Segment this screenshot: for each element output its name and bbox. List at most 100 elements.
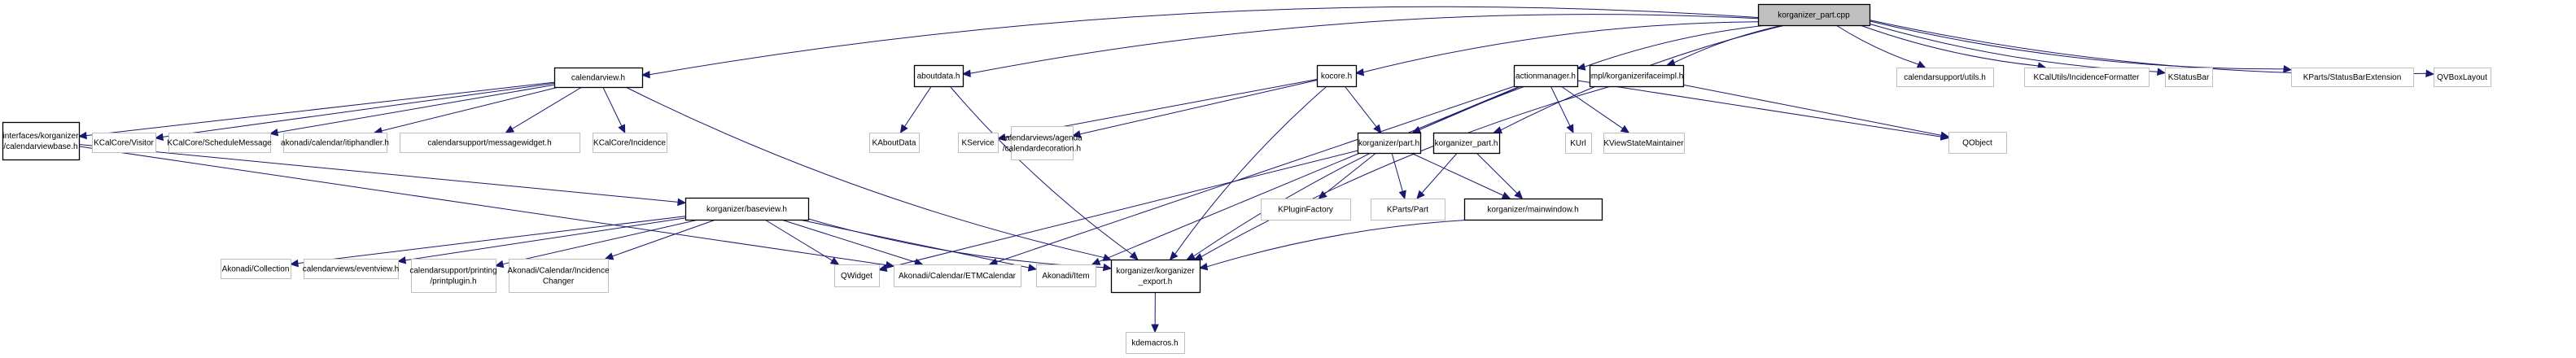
node-box	[834, 264, 880, 287]
edge-baseview-to-incchanger	[604, 219, 716, 260]
node-box	[92, 133, 156, 153]
arrowhead-icon	[1916, 60, 1927, 68]
edge-line	[1577, 80, 1942, 138]
node-label: calendarsupport/utils.h	[1904, 73, 1986, 82]
edge-calendarviewbase-to-baseview	[78, 144, 687, 207]
node-box	[1757, 3, 1871, 27]
arrowhead-icon	[1027, 264, 1038, 272]
edge-line	[625, 86, 1104, 259]
edge-root-to-csutils	[1835, 24, 1927, 68]
node-aboutdata[interactable]: aboutdata.h	[913, 64, 964, 88]
edge-actionmanager-to-kviewstate	[1560, 85, 1630, 133]
node-qobject: QObject	[1948, 132, 2007, 154]
edge-line	[1206, 219, 1473, 268]
node-export[interactable]: korganizer/korganizer_export.h	[1110, 259, 1201, 294]
arrowhead-icon	[396, 256, 407, 264]
node-label: Akonadi/Calendar/ETMCalendar	[899, 272, 1017, 281]
node-box	[2434, 68, 2491, 87]
edge-line	[1860, 24, 2039, 67]
node-label: KParts/StatusBarExtension	[2303, 73, 2402, 82]
edge-mainwindow-to-export	[1198, 219, 1473, 271]
node-kstatusbar: KStatusBar	[2165, 68, 2213, 87]
arrowhead-icon	[1091, 257, 1101, 265]
node-box	[1036, 264, 1096, 287]
node-label: Akonadi/Collection	[222, 265, 290, 274]
edge-line	[996, 85, 1515, 263]
node-kocore[interactable]: kocore.h	[1316, 64, 1358, 88]
edge-line	[85, 81, 555, 137]
arrowhead-icon	[961, 69, 971, 78]
node-label: korganizer/mainwindow.h	[1487, 206, 1578, 215]
arrowhead-icon	[269, 128, 279, 137]
node-box	[553, 67, 644, 89]
node-label: KCalCore/ScheduleMessage	[167, 139, 272, 148]
edge-line	[1193, 85, 1525, 257]
arrowhead-icon	[1940, 131, 1950, 139]
node-label: calendarview.h	[571, 74, 625, 83]
node-kviewstate: KViewStateMaintainer	[1603, 133, 1685, 154]
node-label: kdemacros.h	[1131, 339, 1178, 348]
node-label: Akonadi/Item	[1042, 272, 1089, 281]
edge-line	[1560, 85, 1624, 129]
node-calendarview[interactable]: calendarview.h	[553, 67, 644, 89]
edge-baseview-to-eventview	[396, 217, 686, 264]
node-label: korganizer/korganizer	[1116, 267, 1195, 276]
node-mainwindow[interactable]: korganizer/mainwindow.h	[1463, 198, 1603, 221]
node-box	[1432, 132, 1501, 155]
edge-line	[1476, 152, 1518, 194]
edge-line	[1410, 152, 1504, 196]
edge-line	[1344, 85, 1377, 128]
edge-line	[1362, 21, 1759, 73]
edge-baseview-to-qwidget	[764, 219, 840, 265]
node-box	[304, 259, 399, 279]
edge-line	[502, 219, 699, 265]
edge-line	[1324, 152, 1377, 194]
node-box	[684, 197, 810, 221]
node-label: KUrl	[1570, 139, 1585, 148]
node-label: korganizer/baseview.h	[706, 205, 787, 214]
node-parth[interactable]: korganizer/part.h	[1357, 132, 1422, 155]
arrowhead-icon	[1398, 190, 1406, 200]
node-box	[1896, 68, 1994, 87]
node-messagewidget: calendarsupport/messagewidget.h	[400, 133, 580, 153]
node-korgparth[interactable]: korganizer_part.h	[1432, 132, 1501, 155]
node-label: calendarsupport/printing	[409, 267, 496, 276]
node-box	[2291, 68, 2414, 87]
node-ifaceimpl[interactable]: impl/korganizerifaceimpl.h	[1589, 64, 1685, 88]
node-calendarviewbase[interactable]: interfaces/korganizer/calendarviewbase.h	[2, 121, 81, 161]
arrowhead-icon	[1169, 251, 1179, 260]
edge-actionmanager-to-kurl	[1550, 85, 1574, 134]
node-label: aboutdata.h	[917, 72, 960, 81]
arrowhead-icon	[1416, 190, 1425, 199]
node-label: /calendardecoration.h	[1003, 145, 1081, 154]
node-root[interactable]: korganizer_part.cpp	[1757, 3, 1871, 27]
edge-actionmanager-to-akitem	[1091, 85, 1520, 265]
edge-line	[949, 85, 1133, 255]
node-box	[1513, 64, 1579, 88]
node-label: calendarviews/agenda	[1001, 134, 1082, 143]
node-box	[509, 259, 609, 293]
node-label: impl/korganizerifaceimpl.h	[1590, 72, 1684, 81]
node-actionmanager[interactable]: actionmanager.h	[1513, 64, 1579, 88]
arrowhead-icon	[494, 260, 505, 268]
node-box	[1589, 64, 1685, 88]
edge-parth-to-mainwindow	[1410, 152, 1511, 199]
arrowhead-icon	[1102, 263, 1113, 272]
edge-line	[904, 85, 932, 127]
edge-baseview-to-printplugin	[494, 219, 699, 268]
node-baseview[interactable]: korganizer/baseview.h	[684, 197, 810, 221]
node-label: /calendarviewbase.h	[3, 142, 77, 151]
edge-ifaceimpl-to-qobject	[1682, 84, 1950, 139]
edge-root-to-aboutdata	[961, 14, 1759, 78]
arrowhead-icon	[505, 125, 515, 133]
node-label: KService	[961, 139, 994, 148]
node-label: calendarviews/eventview.h	[303, 265, 399, 274]
edge-line	[297, 216, 686, 264]
arrowhead-icon	[1129, 251, 1139, 260]
node-box	[2165, 68, 2213, 87]
node-box	[1948, 132, 2007, 154]
edge-calendarview-to-itiphandler	[373, 86, 559, 135]
node-label: Changer	[543, 277, 575, 286]
node-label: KPluginFactory	[1278, 206, 1333, 215]
node-label: _export.h	[1138, 277, 1173, 286]
